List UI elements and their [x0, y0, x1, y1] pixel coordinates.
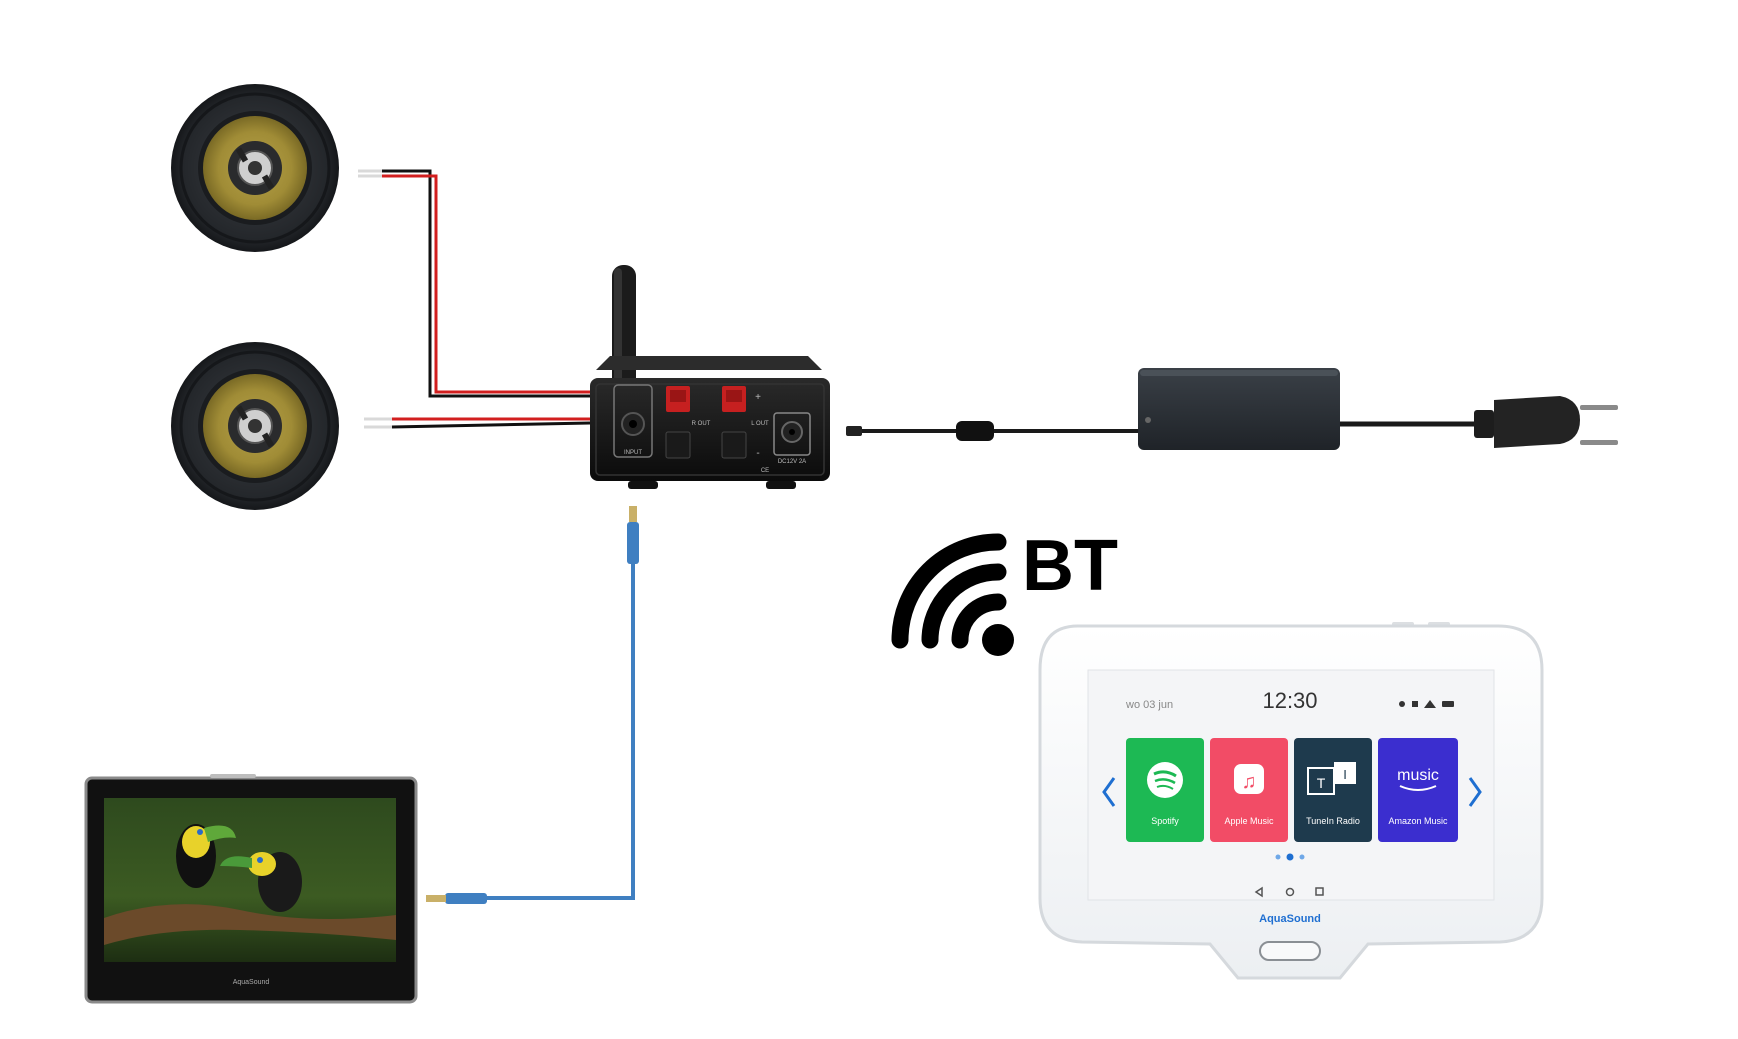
ce-mark: CE [761, 468, 769, 474]
page-indicator [1275, 853, 1305, 861]
app-tile-amazon-music[interactable]: music Amazon Music [1378, 738, 1458, 842]
input-label: INPUT [624, 450, 642, 456]
amazon-music-logo: music [1397, 767, 1439, 784]
android-nav-bar [1254, 886, 1324, 898]
app-label: Amazon Music [1388, 816, 1448, 826]
bluetooth-symbol: BT [891, 526, 1118, 656]
speaker-wire-top [358, 169, 590, 398]
panel-brand: AquaSound [1259, 913, 1321, 925]
left-out-label: L OUT [751, 421, 769, 427]
app-tile-tunein-radio[interactable]: T I TuneIn Radio [1294, 738, 1372, 842]
aux-cable [426, 506, 639, 904]
tunein-letter-t: T [1317, 775, 1326, 791]
app-label: Spotify [1151, 816, 1179, 826]
bluetooth-amplifier: INPUT R OUT L OUT + - DC12V 2A CE [590, 265, 830, 489]
app-label: TuneIn Radio [1306, 816, 1360, 826]
tunein-letter-i: I [1343, 767, 1347, 782]
panel-date: wo 03 jun [1125, 699, 1173, 711]
music-note-icon: ♫ [1242, 771, 1257, 793]
app-tile-spotify[interactable]: Spotify [1126, 738, 1204, 842]
panel-prev-arrow[interactable] [1102, 777, 1116, 807]
panel-power-button[interactable] [1259, 941, 1321, 961]
panel-next-arrow[interactable] [1468, 777, 1482, 807]
right-out-label: R OUT [692, 421, 711, 427]
tablet-brand: AquaSound [233, 979, 270, 986]
speaker-wire-bottom [364, 417, 591, 429]
ceiling-speaker-bottom [171, 342, 339, 510]
minus-label: - [756, 448, 759, 459]
bt-label: BT [1022, 526, 1118, 606]
app-label: Apple Music [1224, 816, 1274, 826]
power-supply [846, 368, 1618, 450]
wall-control-panel: wo 03 jun 12:30 Spotify ♫ Apple Music [1038, 622, 1544, 980]
power-rating-label: DC12V 2A [778, 459, 806, 465]
tablet-device: AquaSound [84, 774, 418, 1004]
panel-time: 12:30 [1262, 688, 1317, 713]
app-tile-apple-music[interactable]: ♫ Apple Music [1210, 738, 1288, 842]
plus-label: + [755, 392, 761, 403]
ceiling-speaker-top [171, 84, 339, 252]
status-icons [1399, 700, 1454, 708]
